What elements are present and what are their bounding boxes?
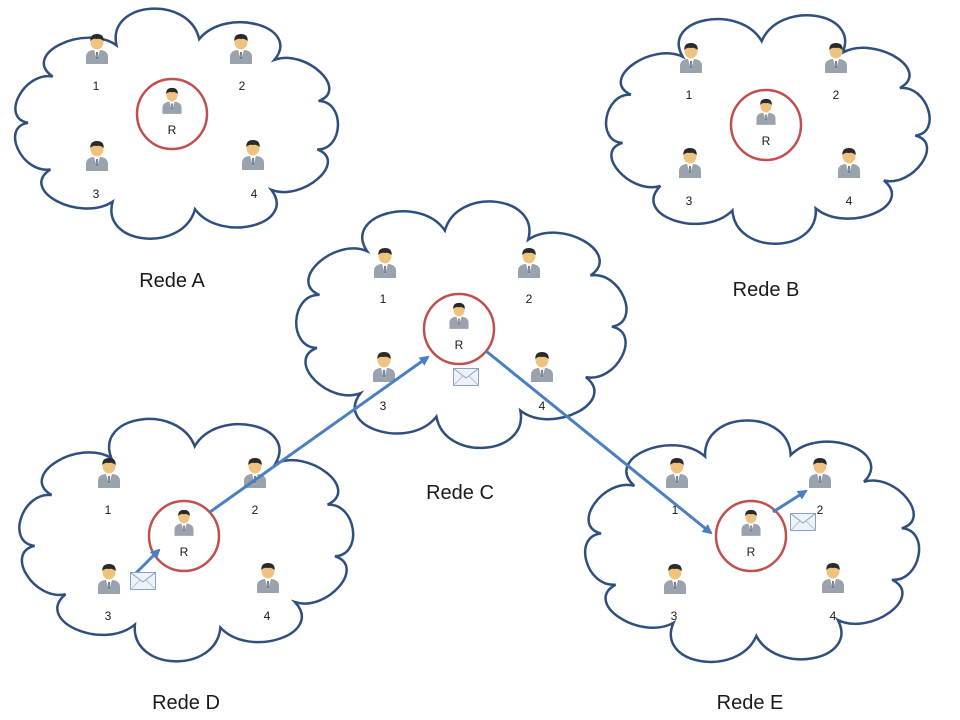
network-label: Rede E bbox=[717, 692, 784, 714]
router-ring bbox=[714, 499, 788, 573]
user-label: 1 bbox=[105, 503, 112, 517]
network-cloud-a: 1 2 3 4 R bbox=[13, 7, 340, 240]
envelope-icon bbox=[790, 513, 816, 531]
cloud-shape bbox=[604, 14, 931, 245]
user-label: 2 bbox=[252, 503, 259, 517]
network-label: Rede C bbox=[426, 482, 494, 504]
cloud-shape bbox=[13, 7, 340, 240]
cloud-shape bbox=[583, 419, 921, 664]
user-label: 4 bbox=[251, 187, 258, 201]
envelope-icon bbox=[130, 572, 156, 590]
router-ring bbox=[147, 499, 221, 573]
user-label: 4 bbox=[264, 609, 271, 623]
user-label: 3 bbox=[380, 399, 387, 413]
network-cloud-b: 1 2 3 4 R bbox=[604, 14, 931, 245]
cloud-shape bbox=[18, 417, 355, 663]
router-label: R bbox=[747, 545, 756, 559]
user-label: 2 bbox=[526, 292, 533, 306]
user-label: 3 bbox=[105, 609, 112, 623]
network-cloud-c: 1 2 3 4 R bbox=[295, 200, 628, 450]
router-label: R bbox=[168, 123, 177, 137]
network-cloud-e: 1 2 3 4 R bbox=[583, 419, 921, 664]
network-label: Rede A bbox=[139, 270, 205, 292]
route-arrow bbox=[209, 355, 430, 514]
user-label: 3 bbox=[93, 187, 100, 201]
router-ring bbox=[729, 88, 803, 162]
router-ring bbox=[135, 77, 209, 151]
user-label: 4 bbox=[539, 399, 546, 413]
router-label: R bbox=[180, 545, 189, 559]
route-arrow bbox=[485, 349, 713, 535]
router-label: R bbox=[455, 338, 464, 352]
user-label: 4 bbox=[830, 609, 837, 623]
network-label: Rede B bbox=[733, 279, 800, 301]
message-route bbox=[129, 349, 816, 590]
user-label: 3 bbox=[686, 194, 693, 208]
user-label: 2 bbox=[239, 79, 246, 93]
user-label: 2 bbox=[833, 88, 840, 102]
user-label: 2 bbox=[817, 503, 824, 517]
user-label: 1 bbox=[686, 88, 693, 102]
user-label: 1 bbox=[93, 79, 100, 93]
user-label: 4 bbox=[846, 194, 853, 208]
network-label: Rede D bbox=[152, 692, 220, 714]
network-cloud-d: 1 2 3 4 R bbox=[18, 417, 355, 663]
route-arrow bbox=[772, 489, 808, 514]
user-label: 3 bbox=[671, 609, 678, 623]
router-ring bbox=[422, 292, 496, 366]
user-label: 1 bbox=[380, 292, 387, 306]
envelope-icon bbox=[453, 368, 479, 386]
user-label: 1 bbox=[672, 503, 679, 517]
router-label: R bbox=[762, 134, 771, 148]
